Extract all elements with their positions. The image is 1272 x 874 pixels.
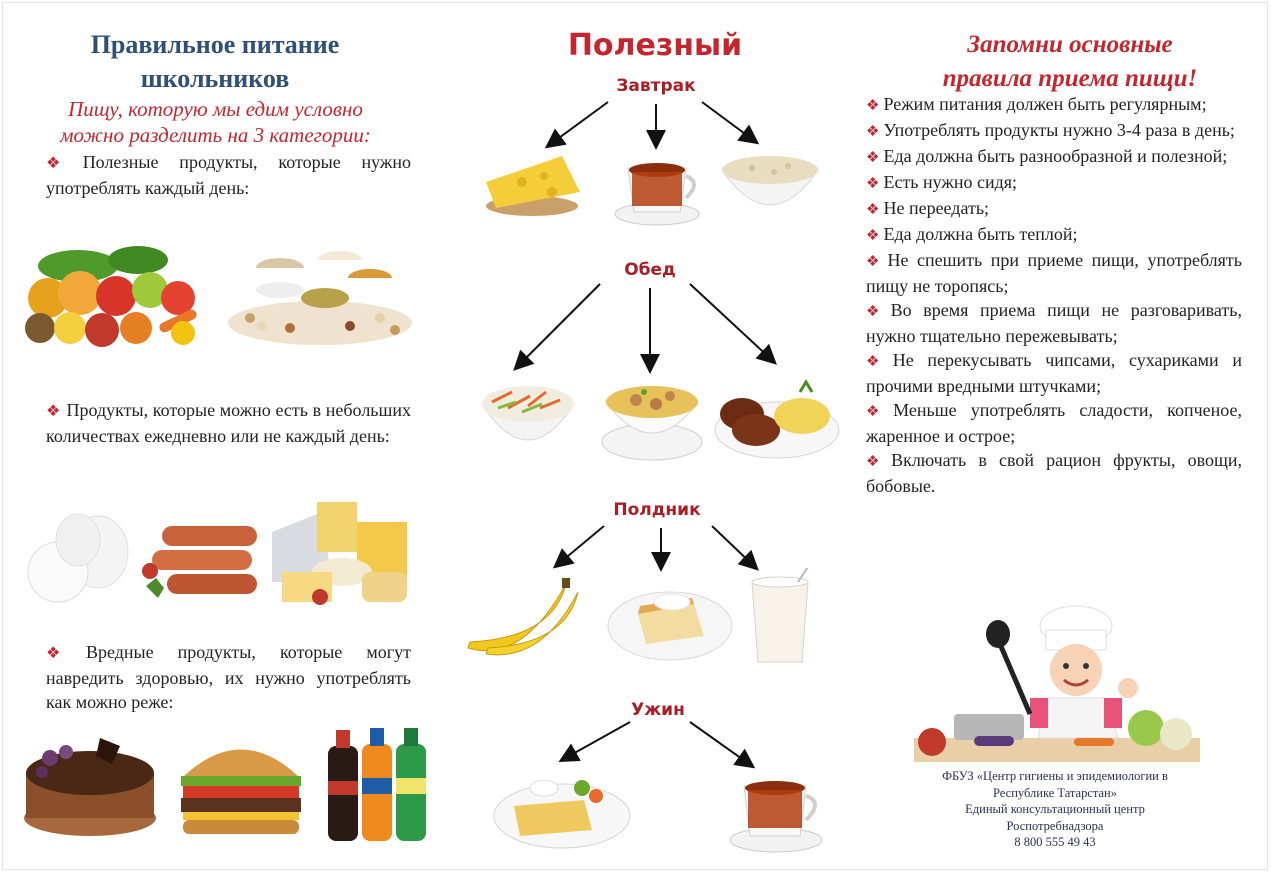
footer-contact: ФБУЗ «Центр гигиены и эпидемиологии в Ре… [900, 768, 1210, 851]
rule-item: ❖Не спешить при приеме пищи, употреблять… [866, 250, 1242, 296]
omelette-plate-image [493, 779, 631, 849]
rule-item: ❖Употреблять продукты нужно 3-4 раза в д… [866, 120, 1235, 140]
meal-dinner-label: Ужин [631, 700, 685, 720]
grains-beans-image [228, 251, 412, 345]
meal-breakfast-label: Завтрак [616, 76, 696, 96]
arrow-snack-right [711, 525, 759, 571]
diamond-bullet-icon: ❖ [866, 404, 890, 420]
category-healthy: ❖Полезные продукты, которые нужно употре… [46, 152, 411, 198]
diamond-bullet-icon: ❖ [46, 645, 80, 662]
cheese-platter-image [272, 502, 407, 605]
hotline-phone: 8 800 555 49 43 [1014, 835, 1096, 849]
salad-bowl-image [481, 386, 575, 441]
arrow-dinner-right [689, 721, 756, 769]
diamond-bullet-icon: ❖ [866, 454, 888, 470]
bananas-image [467, 578, 579, 656]
left-subtitle: Пищу, которую мы едим условно можно разд… [60, 97, 371, 147]
diamond-bullet-icon: ❖ [866, 304, 887, 320]
rule-item: ❖Еда должна быть разнообразной и полезно… [866, 146, 1228, 166]
oatmeal-bowl-image [721, 156, 819, 206]
rule-item: ❖Не переедать; [866, 198, 990, 218]
cheese-slice-image [486, 156, 580, 216]
diamond-bullet-icon: ❖ [46, 155, 77, 172]
milk-glass-image [751, 568, 809, 663]
rule-item: ❖Есть нужно сидя; [866, 172, 1018, 192]
arrow-lunch-right [689, 283, 777, 365]
category-harmful: ❖Вредные продукты, которые могут навреди… [46, 642, 412, 712]
casserole-plate-image [607, 591, 733, 661]
meal-lunch-label: Обед [624, 260, 676, 280]
rule-item: ❖Во время приема пищи не разговаривать, … [866, 300, 1242, 346]
rule-item: ❖Не перекусывать чипсами, сухариками и п… [866, 350, 1243, 396]
rules-list: ❖Режим питания должен быть регулярным; ❖… [866, 92, 1242, 498]
arrow-lunch-left [513, 283, 601, 371]
rule-item: ❖Режим питания должен быть регулярным; [866, 94, 1207, 114]
diamond-bullet-icon: ❖ [866, 202, 880, 218]
diamond-bullet-icon: ❖ [866, 354, 889, 370]
sausages-image [142, 526, 257, 598]
burger-image [181, 749, 301, 834]
arrow-breakfast-left [544, 101, 609, 149]
diamond-bullet-icon: ❖ [866, 98, 880, 114]
diamond-bullet-icon: ❖ [866, 150, 880, 166]
arrow-dinner-left [558, 721, 631, 762]
tea-cup-image [614, 163, 700, 226]
diamond-bullet-icon: ❖ [866, 124, 880, 140]
right-title: Запомни основные правила приема пищи! [942, 31, 1198, 92]
arrow-breakfast-right [701, 101, 760, 145]
diamond-bullet-icon: ❖ [866, 176, 880, 192]
middle-title: Полезный [567, 28, 743, 63]
eggs-image [27, 513, 129, 603]
soda-bottles-image [328, 728, 426, 841]
chocolate-cake-image [24, 738, 156, 836]
arrow-snack-left [552, 525, 605, 569]
fruits-vegetables-image [25, 246, 197, 347]
diamond-bullet-icon: ❖ [46, 403, 61, 420]
cutlets-potatoes-image [714, 379, 840, 459]
left-title: Правильное питание школьников [90, 30, 340, 93]
diamond-bullet-icon: ❖ [866, 228, 880, 244]
child-chef-image [914, 605, 1200, 762]
diamond-bullet-icon: ❖ [866, 254, 884, 270]
rule-item: ❖Меньше употреблять сладости, копченое, … [866, 400, 1242, 446]
meal-snack-label: Полдник [613, 500, 701, 520]
rule-item: ❖Еда должна быть теплой; [866, 224, 1078, 244]
category-moderate: ❖Продукты, которые можно есть в небольши… [46, 400, 412, 446]
tea-cup-dinner-image [729, 781, 823, 853]
soup-bowl-image [601, 386, 703, 461]
rule-item: ❖Включать в свой рацион фрукты, овощи, б… [866, 450, 1242, 496]
